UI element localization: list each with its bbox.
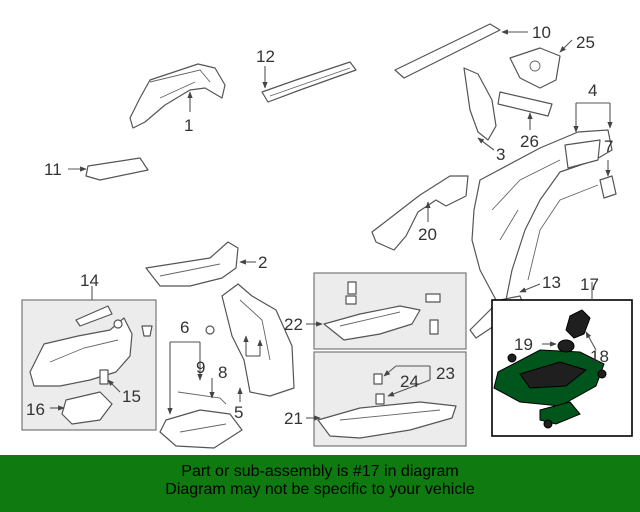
quarter-trim-panel bbox=[471, 129, 613, 301]
part-17-storage-tray bbox=[493, 349, 607, 429]
callout-6: 6 bbox=[180, 318, 189, 337]
callout-13: 13 bbox=[542, 273, 561, 292]
callout-22: 22 bbox=[284, 315, 303, 334]
callout-25: 25 bbox=[576, 33, 595, 52]
part-18-plug bbox=[565, 309, 591, 339]
callout-20: 20 bbox=[418, 225, 437, 244]
callout-11: 11 bbox=[44, 160, 62, 179]
callout-12: 12 bbox=[256, 47, 275, 66]
callout-2: 2 bbox=[258, 253, 267, 272]
callout-21: 21 bbox=[284, 409, 303, 428]
info-banner: Part or sub-assembly is #17 in diagram D… bbox=[0, 455, 640, 512]
exploded-parts-diagram: 1 12 10 25 3 26 4 7 bbox=[21, 23, 633, 449]
part-11-cover bbox=[85, 157, 149, 181]
callout-4: 4 bbox=[588, 81, 597, 100]
banner-line-2: Diagram may not be specific to your vehi… bbox=[165, 481, 475, 498]
part-16-pocket bbox=[61, 391, 113, 425]
callout-9: 9 bbox=[196, 358, 205, 377]
part-2-sill bbox=[145, 241, 239, 287]
callout-23: 23 bbox=[436, 364, 455, 383]
part-14-quarter-panel bbox=[29, 305, 153, 387]
part-1-upper-trim bbox=[129, 63, 226, 129]
callout-17: 17 bbox=[580, 275, 599, 294]
callout-18: 18 bbox=[590, 347, 609, 366]
part-7-trim bbox=[527, 175, 617, 281]
part-19-cap bbox=[557, 339, 575, 353]
callout-10: 10 bbox=[532, 23, 551, 42]
part-12-handle bbox=[261, 61, 357, 103]
callout-16: 16 bbox=[26, 400, 45, 419]
banner-line-1: Part or sub-assembly is #17 in diagram bbox=[181, 463, 459, 480]
callout-14: 14 bbox=[80, 271, 99, 290]
callout-5: 5 bbox=[234, 403, 243, 422]
part-21-panel-set bbox=[317, 373, 457, 439]
callout-24: 24 bbox=[400, 372, 419, 391]
callout-3: 3 bbox=[496, 145, 505, 164]
part-25-bracket bbox=[509, 47, 561, 89]
part-3-pillar bbox=[463, 67, 497, 141]
callout-19: 19 bbox=[514, 335, 533, 354]
part-26-bar bbox=[497, 91, 553, 117]
part-22-bracket-set bbox=[323, 281, 441, 341]
callout-8: 8 bbox=[218, 363, 227, 382]
part-15-clip bbox=[99, 369, 109, 385]
part-20-trim bbox=[371, 175, 469, 251]
callout-1: 1 bbox=[184, 116, 193, 135]
part-10-strip bbox=[394, 23, 501, 79]
callout-7: 7 bbox=[604, 137, 613, 156]
callout-15: 15 bbox=[122, 387, 141, 406]
callout-26: 26 bbox=[520, 132, 539, 151]
